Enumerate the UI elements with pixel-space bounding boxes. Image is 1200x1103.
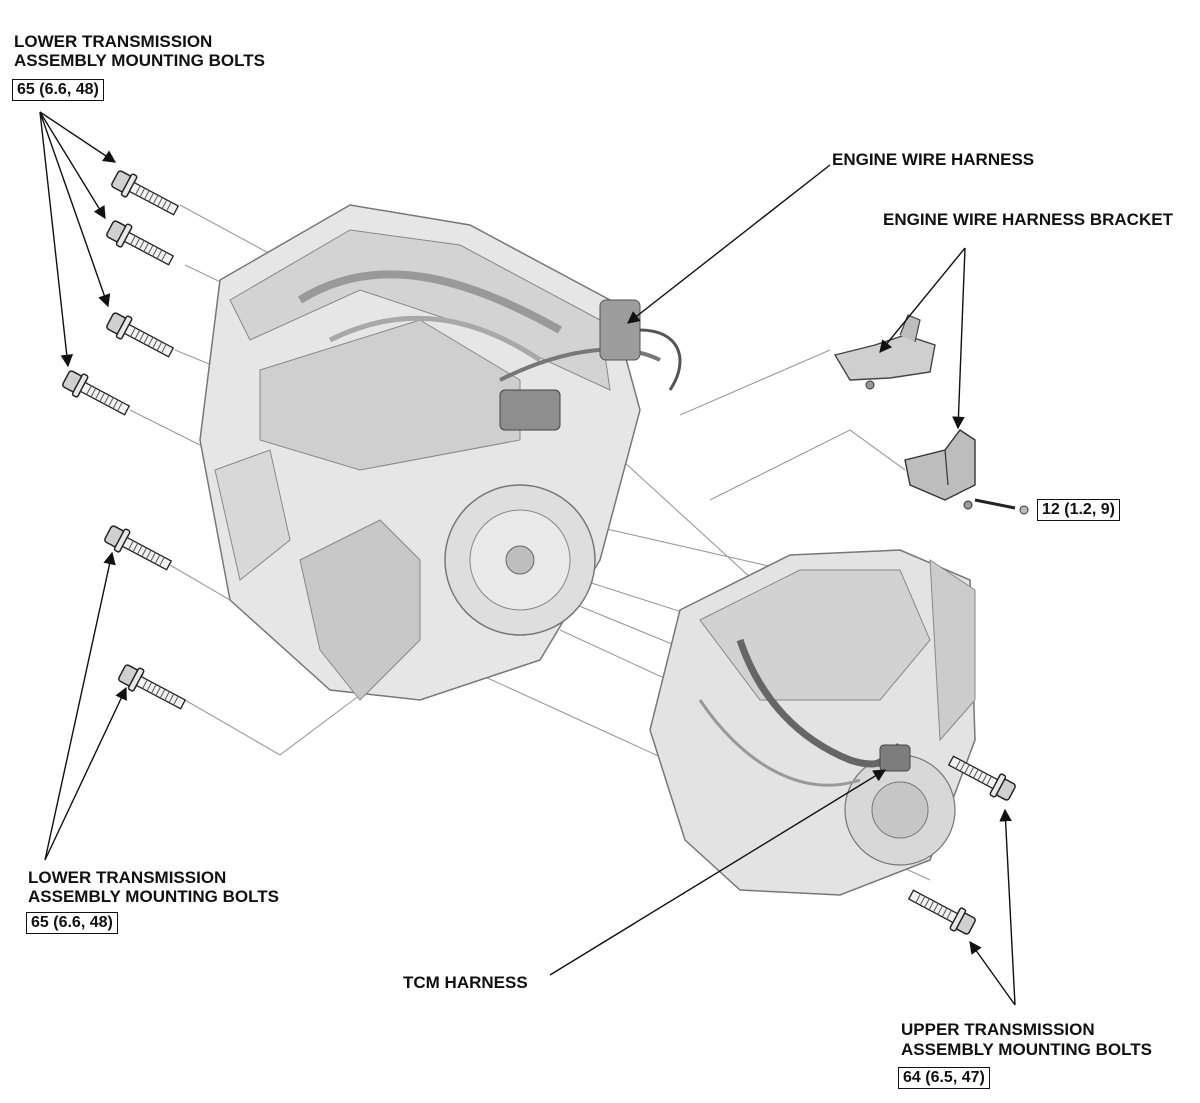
callout-harness-bracket: ENGINE WIRE HARNESS BRACKET	[883, 210, 1173, 229]
callout-lower-bolts-top-line2: ASSEMBLY MOUNTING BOLTS	[14, 51, 265, 70]
harness-bracket-lower	[904, 429, 1029, 515]
bolt-upper-right-2	[904, 883, 979, 939]
bolt-lower-left-6	[115, 660, 190, 716]
callout-lower-bolts-bottom-line1: LOWER TRANSMISSION	[28, 868, 227, 887]
callout-upper-bolts-line2: ASSEMBLY MOUNTING BOLTS	[901, 1040, 1152, 1059]
torque-spec-lower-top: 65 (6.6, 48)	[12, 79, 104, 101]
callout-lower-bolts-top-line1: LOWER TRANSMISSION	[14, 32, 213, 51]
bolt-lower-left-2	[103, 216, 178, 272]
bolt-lower-left-4	[59, 366, 134, 422]
callout-lower-bolts-bottom-line2: ASSEMBLY MOUNTING BOLTS	[28, 887, 279, 906]
bolt-lower-left-5	[101, 521, 176, 577]
callout-upper-bolts-line1: UPPER TRANSMISSION	[901, 1020, 1095, 1039]
bolt-lower-left-1	[108, 166, 183, 222]
leader-arrows	[39, 111, 1016, 1006]
transmission-assembly	[649, 549, 976, 896]
engine-assembly	[199, 204, 682, 701]
torque-spec-upper: 64 (6.5, 47)	[898, 1067, 990, 1089]
bolt-lower-left-3	[103, 308, 178, 364]
callout-engine-wire-harness: ENGINE WIRE HARNESS	[832, 150, 1035, 169]
torque-spec-lower-bottom: 65 (6.6, 48)	[26, 912, 118, 934]
harness-bracket-upper	[833, 314, 936, 390]
torque-spec-bracket: 12 (1.2, 9)	[1037, 499, 1120, 521]
callout-tcm-harness: TCM HARNESS	[403, 973, 528, 992]
